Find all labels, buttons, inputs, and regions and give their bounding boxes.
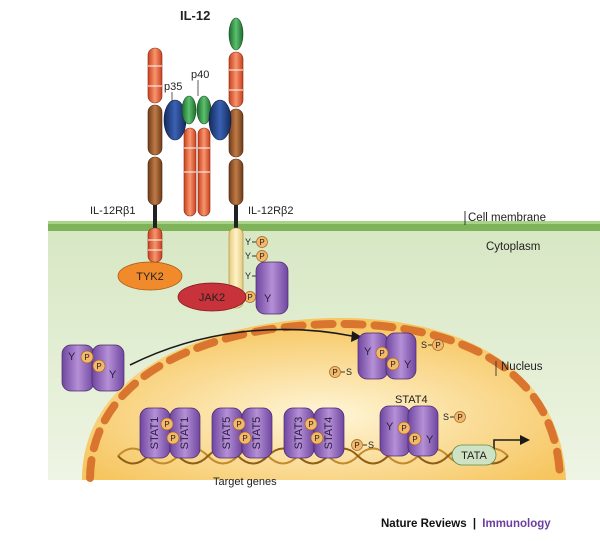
cytoplasm-label: Cytoplasm — [486, 241, 540, 253]
p40-label: p40 — [191, 69, 209, 81]
receptor-beta1 — [147, 47, 163, 263]
phosphate-label: P — [236, 420, 241, 429]
phosphate-label: P — [308, 420, 313, 429]
svg-text:Y: Y — [264, 293, 272, 305]
stat-dimer-nucleus: Y P P Y S P P S — [329, 332, 444, 380]
svg-text:S: S — [368, 440, 374, 450]
svg-text:P: P — [247, 293, 252, 302]
svg-text:P: P — [379, 349, 384, 358]
footer-journal: Nature Reviews — [381, 518, 467, 530]
svg-text:S: S — [443, 412, 449, 422]
tyk2-label: TYK2 — [136, 271, 164, 283]
svg-text:P: P — [96, 362, 101, 371]
target-genes-label: Target genes — [213, 476, 277, 488]
svg-text:Y: Y — [364, 346, 372, 358]
stat-name-label: STAT1 — [179, 417, 191, 450]
phosphate-mark — [160, 417, 174, 431]
svg-text:P: P — [412, 435, 417, 444]
stat-name-label: STAT5 — [251, 417, 263, 450]
nucleus-label: Nucleus — [501, 361, 543, 373]
jak2-label: JAK2 — [199, 292, 225, 304]
phosphate-mark — [232, 417, 246, 431]
svg-text:P: P — [457, 413, 462, 422]
footer-separator: | — [473, 518, 476, 530]
receptor-beta2 — [228, 17, 244, 309]
stat4-label: STAT4 — [395, 394, 428, 406]
svg-text:P: P — [401, 424, 406, 433]
svg-text:S: S — [421, 340, 427, 350]
stat-docked-receptor: Y P — [244, 261, 289, 315]
svg-text:P: P — [390, 360, 395, 369]
stat-name-label: STAT3 — [293, 417, 305, 450]
svg-text:Y: Y — [404, 359, 412, 371]
cell-membrane-label: Cell membrane — [468, 212, 546, 224]
svg-text:Y: Y — [386, 421, 394, 433]
svg-text:P: P — [259, 238, 264, 247]
phosphate-mark — [238, 431, 252, 445]
svg-text:P: P — [84, 353, 89, 362]
svg-text:Y: Y — [68, 351, 76, 363]
receptor-beta1-label: IL-12Rβ1 — [90, 205, 135, 217]
jak2-kinase — [177, 282, 247, 312]
tata-label: TATA — [461, 450, 487, 462]
svg-text:P: P — [259, 252, 264, 261]
svg-text:P: P — [435, 341, 440, 350]
svg-text:Nature Reviews | Immun: Nature Reviews | Immunology — [381, 518, 551, 530]
tata-box — [451, 444, 497, 466]
p40-subunit — [181, 95, 197, 125]
receptor-beta2-label: IL-12Rβ2 — [248, 205, 293, 217]
nuclear-envelope — [86, 319, 564, 482]
translocation-arrow — [129, 328, 353, 366]
p35-label: p35 — [164, 81, 182, 93]
svg-text:Y: Y — [245, 251, 251, 261]
stat4-dimer: Y P P Y S P P S — [351, 405, 466, 457]
svg-text:P: P — [332, 368, 337, 377]
phosphate-mark — [304, 417, 318, 431]
stat-name-label: STAT4 — [323, 417, 335, 450]
phosphate-label: P — [314, 434, 319, 443]
svg-text:S: S — [346, 367, 352, 377]
svg-text:Y: Y — [245, 237, 251, 247]
phosphate-label: P — [242, 434, 247, 443]
svg-text:Y: Y — [245, 271, 251, 281]
phosphate-mark — [310, 431, 324, 445]
svg-text:Y: Y — [426, 434, 434, 446]
phosphate-label: P — [170, 434, 175, 443]
stat-dimer-cytoplasm: Y P P Y — [61, 344, 125, 392]
cell-membrane — [48, 221, 600, 231]
page-title: IL-12 — [180, 8, 210, 23]
svg-text:P: P — [354, 441, 359, 450]
svg-text:Y: Y — [109, 369, 117, 381]
phosphate-label: P — [164, 420, 169, 429]
il12-cytokine — [163, 95, 232, 217]
tyk2-kinase — [117, 261, 183, 291]
footer-section: Immunology — [482, 518, 551, 530]
nucleus-region — [82, 318, 566, 480]
phosphate-mark — [166, 431, 180, 445]
stat-name-label: STAT1 — [149, 417, 161, 450]
stat-name-label: STAT5 — [221, 417, 233, 450]
